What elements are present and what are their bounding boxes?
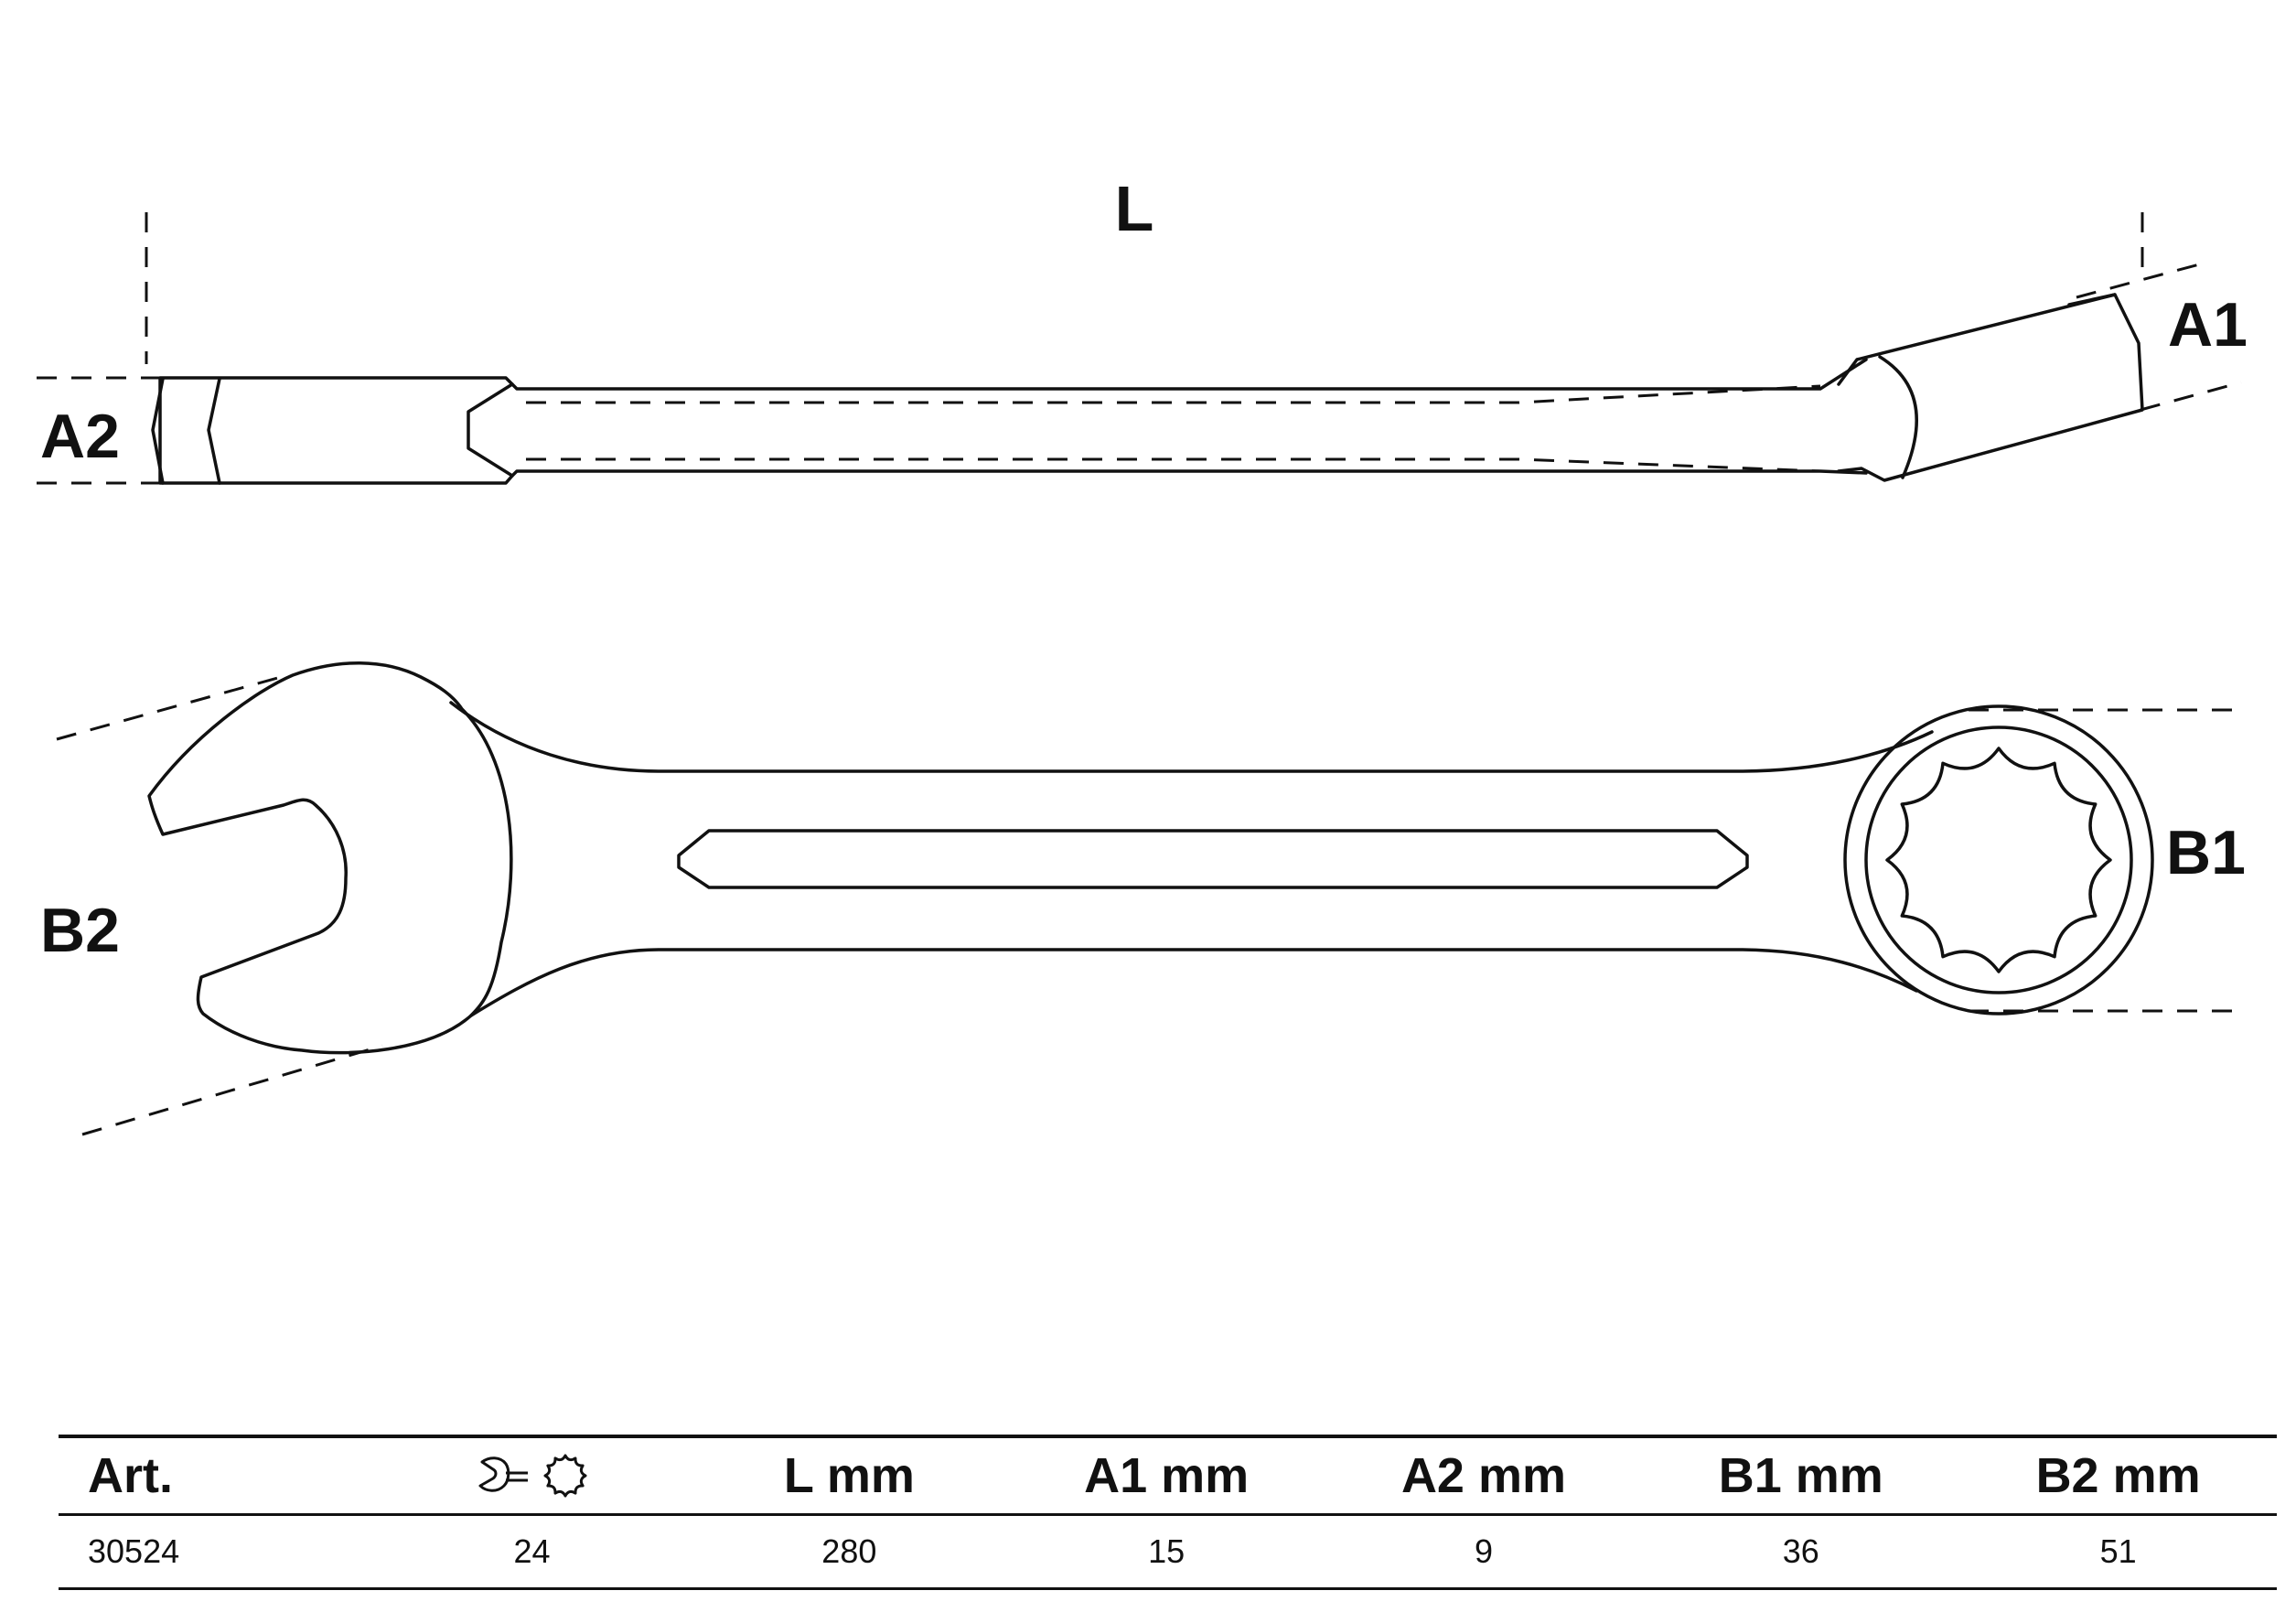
label-b2: B2 xyxy=(40,896,120,965)
header-l: L mm xyxy=(783,1448,915,1503)
label-a1: A1 xyxy=(2168,290,2248,360)
b2-dim-bottom xyxy=(81,1044,383,1136)
cell-a1: 15 xyxy=(1148,1532,1186,1570)
label-b1: B1 xyxy=(2166,818,2246,887)
ring-12-point-icon xyxy=(543,1454,587,1498)
label-l: L xyxy=(1115,173,1154,244)
cell-a2: 9 xyxy=(1474,1532,1493,1570)
table-row: 30524 24 280 15 9 36 51 xyxy=(59,1516,2277,1587)
ring-inner xyxy=(1864,726,2133,994)
header-art: Art. xyxy=(88,1448,173,1503)
a1-dim-top xyxy=(2076,262,2204,299)
cell-b1: 36 xyxy=(1782,1532,1819,1570)
wrench-side-view xyxy=(37,212,2242,485)
body-slot xyxy=(677,829,1749,889)
ring-12-point-profile xyxy=(1885,747,2112,973)
wrench-front-view xyxy=(56,661,2232,1136)
open-end-wrench-icon xyxy=(478,1456,528,1492)
header-b2: B2 mm xyxy=(2035,1448,2201,1503)
header-b1: B1 mm xyxy=(1718,1448,1883,1503)
open-end-front xyxy=(147,661,513,1055)
shaft-hidden-lines xyxy=(526,384,1821,473)
ring-end-side xyxy=(1837,293,2144,482)
spec-table: Art. L mm A1 mm A2 mm B1 mm B2 mm 30524 … xyxy=(59,1435,2277,1590)
header-size-icons xyxy=(373,1453,691,1499)
body-upper-edge xyxy=(449,701,1934,773)
cell-size: 24 xyxy=(513,1532,551,1570)
a1-dim-bottom xyxy=(2140,381,2242,412)
open-end-side xyxy=(158,376,514,485)
cell-art: 30524 xyxy=(88,1532,180,1570)
jaw-chamfer-lines xyxy=(151,377,221,485)
body-lower-edge xyxy=(469,948,1918,1017)
ring-outer xyxy=(1843,704,2154,1016)
b2-dim-top xyxy=(56,672,292,741)
cell-b2: 51 xyxy=(2099,1532,2137,1570)
table-header-row: Art. L mm A1 mm A2 mm B1 mm B2 mm xyxy=(59,1438,2277,1516)
header-a1: A1 mm xyxy=(1084,1448,1250,1503)
label-a2: A2 xyxy=(40,402,120,471)
ring-head-top-chamfer xyxy=(2067,293,2117,306)
header-a2: A2 mm xyxy=(1400,1448,1566,1503)
ring-head-curve xyxy=(1878,355,1918,479)
cell-l: 280 xyxy=(821,1532,877,1570)
